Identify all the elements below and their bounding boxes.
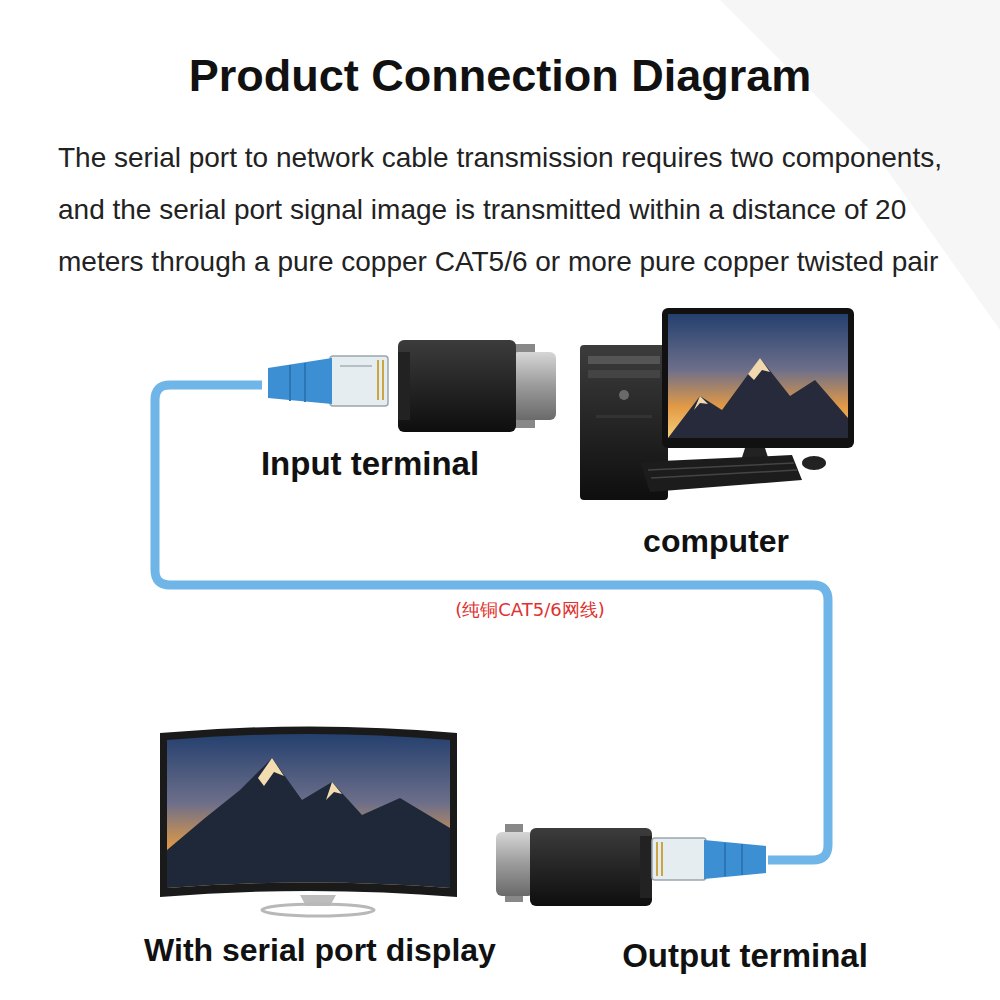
description-text: The serial port to network cable transmi… xyxy=(58,132,958,288)
device-label: With serial port display xyxy=(144,932,496,969)
input-adapter xyxy=(268,340,556,432)
device-node: Output terminal xyxy=(492,818,768,902)
device-node: computer xyxy=(578,305,863,510)
display-illustration xyxy=(160,727,457,917)
computer-illustration xyxy=(580,308,854,500)
device-label: computer xyxy=(643,523,789,560)
diagram-title: Product Connection Diagram xyxy=(0,50,1000,102)
device-label: Input terminal xyxy=(261,445,479,483)
device-node: With serial port display xyxy=(158,728,458,918)
output-adapter xyxy=(496,824,766,906)
network-cable xyxy=(155,385,828,860)
device-node: Input terminal xyxy=(262,335,562,435)
cable-label: (纯铜CAT5/6网线) xyxy=(452,598,608,622)
device-label: Output terminal xyxy=(622,937,868,975)
